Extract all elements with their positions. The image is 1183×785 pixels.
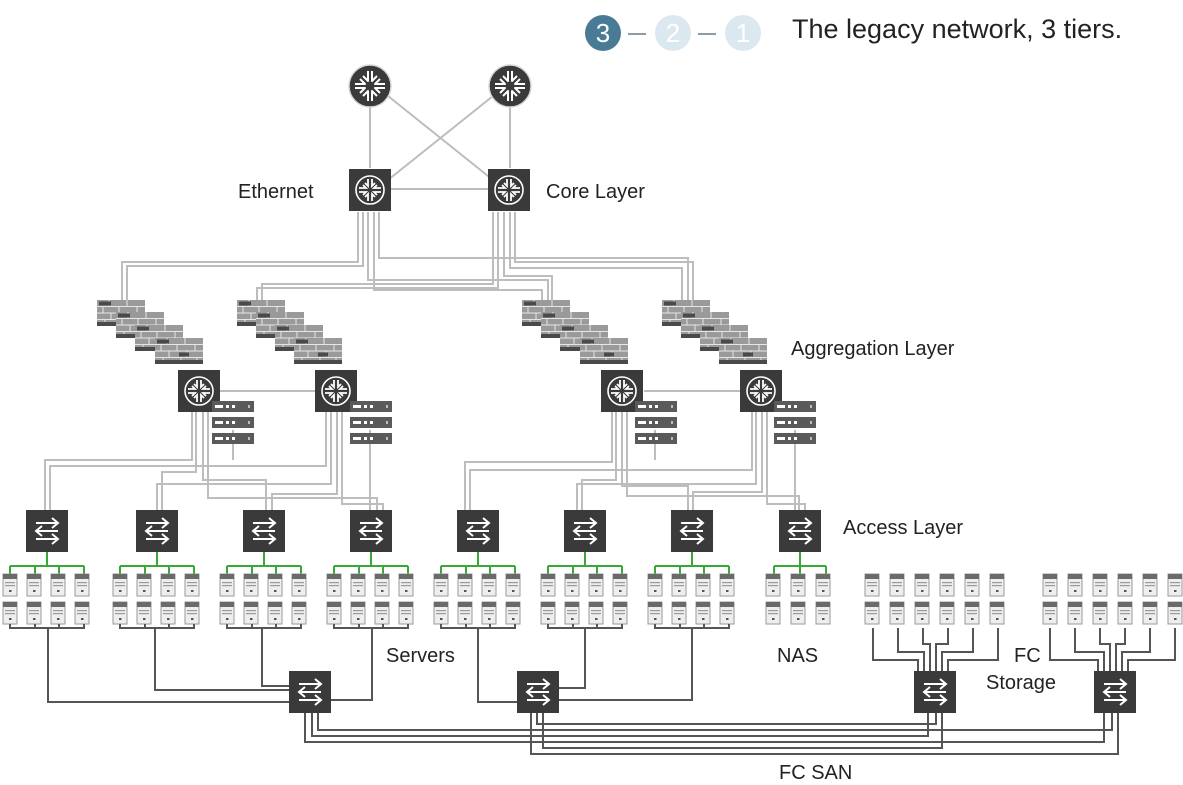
fc-links (47, 628, 1176, 755)
router-icon (348, 64, 392, 108)
access-switch-icon (25, 509, 69, 553)
server-icon (219, 552, 307, 629)
server-icon (326, 552, 414, 629)
access-layer-label: Access Layer (843, 517, 964, 539)
access-switch-icon (349, 509, 393, 553)
access-switch-icon (778, 509, 822, 553)
fc-san-label: FC SAN (779, 762, 853, 784)
step-connector (698, 33, 716, 35)
server-icon (112, 552, 200, 629)
storage-icon (864, 573, 1005, 625)
server-racks (2, 552, 735, 629)
access-switch-icon (670, 509, 714, 553)
nas-label: NAS (777, 645, 819, 667)
step-connector (628, 33, 646, 35)
router-icon (488, 64, 532, 108)
ethernet-label: Ethernet (238, 181, 314, 203)
server-icon (433, 552, 521, 629)
core-switch-icon (487, 168, 531, 212)
fc-storage-label-line1: FC (1014, 645, 1041, 667)
server-icon (647, 552, 735, 629)
service-appliance-icon (350, 401, 392, 444)
service-appliance-icon (212, 401, 254, 444)
step-2-indicator: 2 (655, 15, 691, 51)
fc-switch-icon (913, 670, 957, 714)
server-icon (2, 552, 90, 629)
firewall-icon (661, 299, 768, 365)
core-switch-icon (348, 168, 392, 212)
service-appliance-icon (774, 401, 816, 444)
fc-storage-label-line2: Storage (986, 672, 1057, 694)
storage-icon (765, 552, 831, 625)
server-icon (540, 552, 628, 629)
access-switch-icon (242, 509, 286, 553)
firewall-icon (521, 299, 629, 365)
aggregation-layer-label: Aggregation Layer (791, 338, 955, 360)
access-switch-icon (563, 509, 607, 553)
fc-switch-icon (288, 670, 332, 714)
fc-switch-icon (1093, 670, 1137, 714)
step-1-indicator: 1 (725, 15, 761, 51)
fc-switch-icon (516, 670, 560, 714)
service-appliance-icon (635, 401, 677, 444)
core-layer-label: Core Layer (546, 181, 645, 203)
storage-icon (1042, 573, 1183, 625)
servers-label: Servers (386, 645, 455, 667)
page-title: The legacy network, 3 tiers. (792, 14, 1123, 44)
access-switch-icon (135, 509, 179, 553)
step-3-indicator: 3 (585, 15, 621, 51)
firewall-icon (236, 299, 343, 365)
firewall-icon (96, 299, 204, 365)
access-switch-icon (456, 509, 500, 553)
